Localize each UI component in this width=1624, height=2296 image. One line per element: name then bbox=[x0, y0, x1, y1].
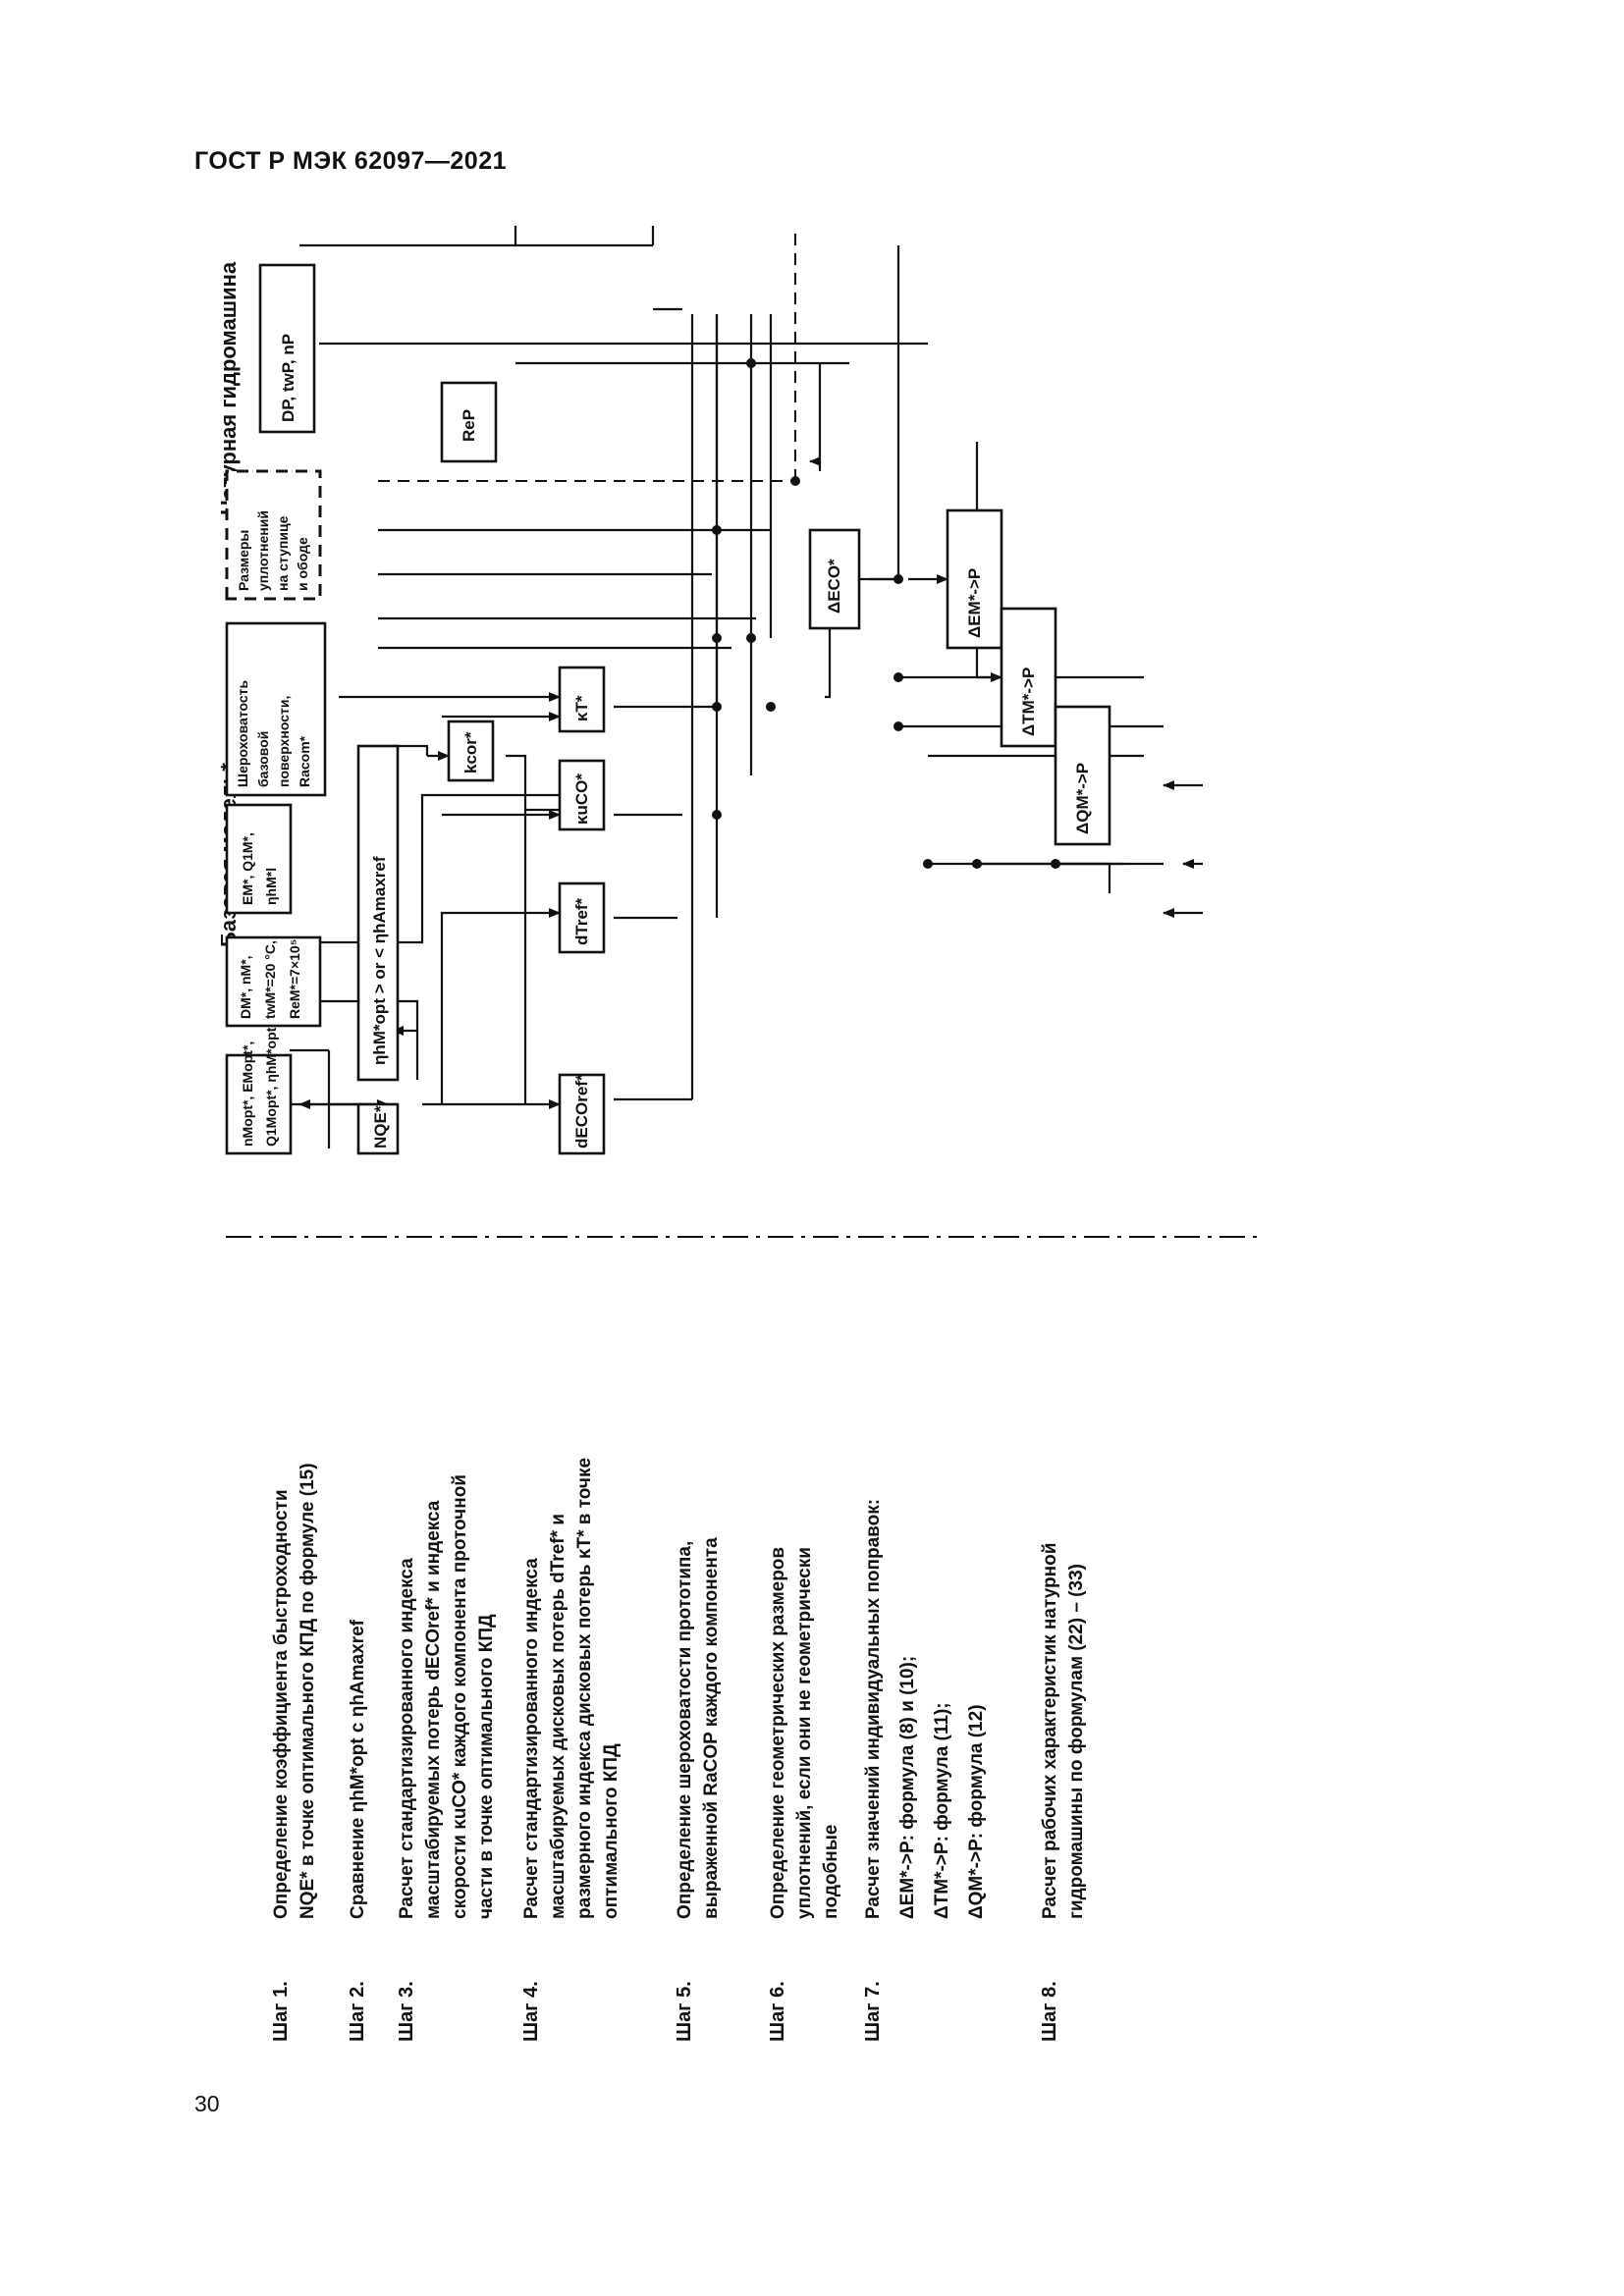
step-6-line-2: уплотнений, если они не геометрически bbox=[794, 1547, 815, 1919]
svg-text:уплотнений: уплотнений bbox=[255, 510, 271, 591]
svg-text:nMopt*, EMopt*,: nMopt*, EMopt*, bbox=[240, 1041, 255, 1147]
step-7-line-4: ΔQM*->P: формула (12) bbox=[966, 1704, 987, 1919]
svg-text:Размеры: Размеры bbox=[236, 530, 251, 591]
step-3-number: Шаг 3. bbox=[396, 1981, 417, 2042]
svg-text:EM*, Q1M*,: EM*, Q1M*, bbox=[240, 832, 255, 905]
step-5-line-2: выраженной RaCOP каждого компонента bbox=[701, 1537, 722, 1919]
step-5-number: Шаг 5. bbox=[674, 1981, 695, 2042]
svg-text:базовой: базовой bbox=[255, 731, 271, 787]
svg-text:ηhM*opt > or < ηhAmaxref: ηhM*opt > or < ηhAmaxref bbox=[370, 856, 389, 1065]
svg-text:dECOref*: dECOref* bbox=[572, 1074, 591, 1148]
svg-text:DP, twP, nP: DP, twP, nP bbox=[279, 334, 298, 422]
box-d-eco-ref: dECOref* bbox=[558, 1073, 606, 1155]
box-model-conditions: DM*, nM*, twM*=20 °C, ReM*=7×10⁵ bbox=[225, 935, 322, 1028]
section-prototype-title: Натурная гидромашина bbox=[221, 261, 241, 515]
svg-text:ΔEM*->P: ΔEM*->P bbox=[965, 568, 984, 638]
svg-text:NQE*: NQE* bbox=[371, 1105, 390, 1148]
svg-text:ΔECO*: ΔECO* bbox=[825, 559, 843, 614]
step-1-line-1: Определение коэффициента быстроходности bbox=[271, 1489, 292, 1919]
step-4-line-3: размерного индекса дисковых потерь κT* в… bbox=[574, 1458, 595, 1919]
step-4-line-1: Расчет стандартизированного индекса bbox=[521, 1558, 542, 1919]
box-delta-em: ΔEM*->P bbox=[946, 508, 1003, 650]
step-6-number: Шаг 6. bbox=[767, 1981, 788, 2042]
box-k-cor: kcor* bbox=[447, 720, 495, 782]
box-delta-tm: ΔTM*->P bbox=[1000, 607, 1057, 748]
svg-text:ΔQM*->P: ΔQM*->P bbox=[1073, 763, 1092, 834]
step-3-line-4: части в точке оптимального КПД bbox=[476, 1614, 497, 1919]
svg-text:κT*: κT* bbox=[572, 695, 591, 721]
svg-text:κuCO*: κuCO* bbox=[572, 774, 591, 825]
step-8-line-1: Расчет рабочих характеристик натурной bbox=[1040, 1543, 1060, 1919]
step-6-line-3: подобные bbox=[821, 1824, 841, 1919]
step-1-number: Шаг 1. bbox=[270, 1981, 292, 2042]
box-efficiency-comparison: ηhM*opt > or < ηhAmaxref bbox=[356, 744, 400, 1082]
steps-list: Шаг 1. Определение коэффициента быстрохо… bbox=[270, 1458, 1087, 2042]
svg-text:Racom*: Racom* bbox=[297, 735, 312, 787]
step-4-line-4: оптимального КПД bbox=[601, 1743, 622, 1919]
svg-text:на ступице: на ступице bbox=[275, 515, 291, 591]
calculation-procedure-diagram: Базовая модель* Натурная гидромашина Шаг… bbox=[221, 226, 1262, 2042]
svg-text:Шероховатость: Шероховатость bbox=[235, 680, 250, 787]
svg-text:ReP: ReP bbox=[460, 409, 478, 442]
svg-text:twM*=20 °C,: twM*=20 °C, bbox=[262, 940, 278, 1019]
step-7-line-3: ΔTM*->P: формула (11); bbox=[932, 1702, 952, 1919]
step-3-line-2: масштабируемых потерь dECOref* и индекса bbox=[423, 1500, 444, 1919]
box-model-roughness: Шероховатость базовой поверхности, Racom… bbox=[225, 621, 327, 797]
step-2-line-1: Сравнение ηhM*opt с ηhAmaxref bbox=[348, 1619, 368, 1919]
step-1-line-2: NQE* в точке оптимального КПД по формуле… bbox=[298, 1463, 318, 1919]
box-d-t-ref: dTref* bbox=[558, 881, 606, 954]
step-3-line-1: Расчет стандартизированного индекса bbox=[397, 1558, 417, 1919]
box-specific-speed: NQE* bbox=[356, 1102, 400, 1155]
box-kappa-uco: κuCO* bbox=[558, 759, 606, 831]
diagram-connectors bbox=[275, 226, 1203, 1148]
box-optimum-parameters: nMopt*, EMopt*, Q1Mopt*, ηhM*opt bbox=[225, 1027, 293, 1155]
step-4-number: Шаг 4. bbox=[520, 1981, 542, 2042]
svg-text:dTref*: dTref* bbox=[572, 897, 591, 945]
step-7-line-1: Расчет значений индивидуальных поправок: bbox=[863, 1499, 884, 1919]
svg-text:ReM*=7×10⁵: ReM*=7×10⁵ bbox=[287, 939, 302, 1019]
step-6-line-1: Определение геометрических размеров bbox=[768, 1547, 788, 1919]
svg-text:поверхности,: поверхности, bbox=[276, 696, 292, 787]
step-8-line-2: гидромашины по формулам (22) – (33) bbox=[1066, 1564, 1087, 1919]
box-delta-eco: ΔECO* bbox=[808, 528, 861, 630]
svg-text:kcor*: kcor* bbox=[461, 731, 480, 774]
svg-text:Q1Mopt*, ηhM*opt: Q1Mopt*, ηhM*opt bbox=[263, 1027, 279, 1147]
box-prototype-parameters: DP, twP, nP bbox=[258, 263, 316, 434]
step-8-number: Шаг 8. bbox=[1039, 1981, 1060, 2042]
step-7-number: Шаг 7. bbox=[862, 1981, 884, 2042]
svg-text:и ободе: и ободе bbox=[295, 537, 310, 591]
junction-dots bbox=[712, 358, 1060, 869]
svg-text:ηhM*l: ηhM*l bbox=[263, 868, 279, 905]
step-5-line-1: Определение шероховатости прототипа, bbox=[675, 1541, 695, 1919]
box-delta-qm: ΔQM*->P bbox=[1054, 705, 1111, 846]
step-4-line-2: масштабируемых дисковых потерь dTref* и bbox=[548, 1514, 568, 1919]
step-7-line-2: ΔEM*->P: формула (8) и (10); bbox=[897, 1656, 918, 1919]
svg-text:DM*, nM*,: DM*, nM*, bbox=[238, 955, 253, 1019]
box-kappa-t: κT* bbox=[558, 666, 606, 733]
document-header: ГОСТ Р МЭК 62097—2021 bbox=[194, 147, 508, 175]
svg-text:ΔTM*->P: ΔTM*->P bbox=[1019, 667, 1038, 736]
box-model-values: EM*, Q1M*, ηhM*l bbox=[225, 803, 293, 915]
step-2-number: Шаг 2. bbox=[347, 1981, 368, 2042]
box-model-seal-dimensions: Размеры уплотнений на ступице и ободе bbox=[225, 469, 322, 601]
step-3-line-3: скорости κuCO* каждого компонента проточ… bbox=[450, 1474, 470, 1919]
box-re-p: ReP bbox=[440, 381, 498, 463]
page-number: 30 bbox=[194, 2091, 220, 2116]
rotated-page-content: Базовая модель* Натурная гидромашина Шаг… bbox=[221, 226, 1262, 2091]
